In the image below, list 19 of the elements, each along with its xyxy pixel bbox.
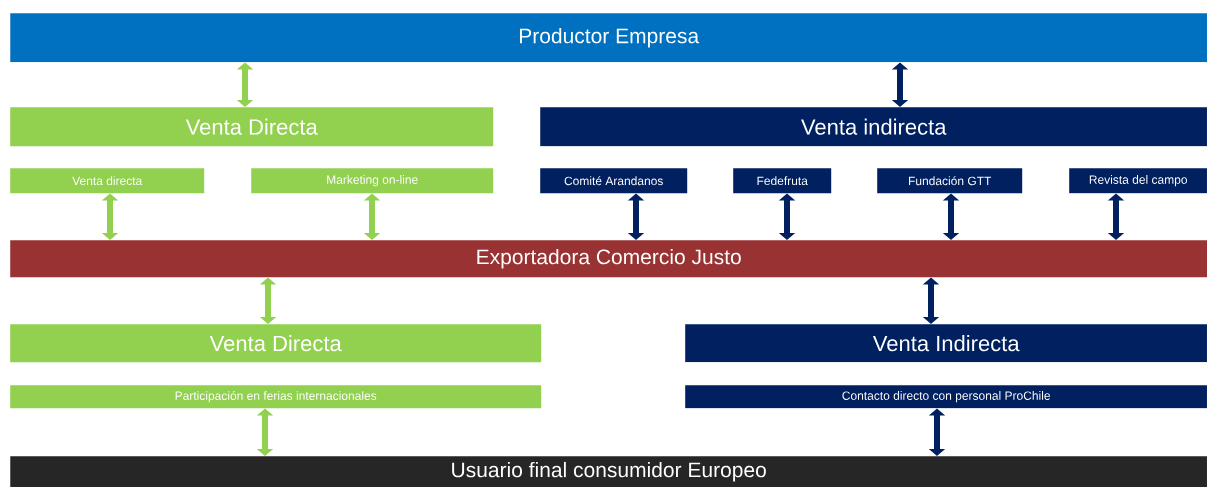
title-band: Productor Empresa <box>10 13 1207 63</box>
title-band: Exportadora Comercio Justo <box>10 240 1207 278</box>
double-arrow <box>236 62 254 107</box>
category-bar: Venta Directa <box>10 324 542 363</box>
double-arrow <box>256 408 274 456</box>
double-arrow <box>363 193 381 240</box>
double-arrow <box>928 408 946 456</box>
double-arrow <box>942 193 960 240</box>
double-arrow <box>259 277 277 324</box>
title-band: Usuario final consumidor Europeo <box>10 456 1207 487</box>
double-arrow <box>101 193 119 240</box>
double-arrow <box>627 193 645 240</box>
double-arrow <box>778 193 796 240</box>
double-arrow <box>922 277 940 324</box>
double-arrow <box>891 62 909 107</box>
category-bar: Venta indirecta <box>540 107 1207 147</box>
category-bar: Venta Directa <box>10 107 494 147</box>
double-arrow <box>1107 193 1125 240</box>
category-bar: Venta Indirecta <box>685 324 1207 363</box>
